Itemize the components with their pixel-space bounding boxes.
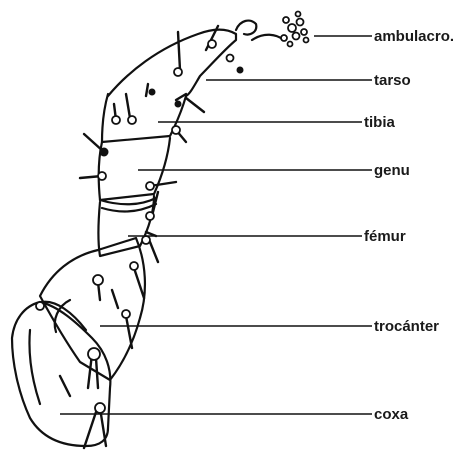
leader-lines <box>60 36 372 414</box>
genu-segment <box>99 138 170 211</box>
part-labels: ambulacro. tarso tibia genu fémur trocán… <box>364 28 454 423</box>
ambulacrum <box>281 12 309 47</box>
label-coxa: coxa <box>374 406 409 423</box>
tarsus-segment <box>108 21 284 96</box>
label-tibia: tibia <box>364 114 395 131</box>
label-femur: fémur <box>364 228 406 245</box>
label-genu: genu <box>374 162 410 179</box>
label-trocanter: trocánter <box>374 318 439 335</box>
label-ambulacro: ambulacro. <box>374 28 454 45</box>
label-tarso: tarso <box>374 72 411 89</box>
coxa-segment <box>12 302 110 446</box>
setae <box>36 26 244 448</box>
